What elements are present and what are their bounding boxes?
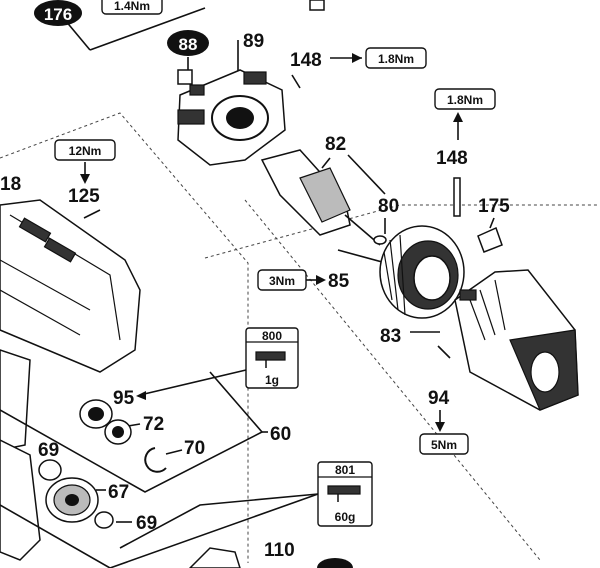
callout-72[interactable]: 72 xyxy=(143,414,164,435)
gear-67 xyxy=(45,477,99,523)
armature-part xyxy=(260,149,381,246)
bearing-69-top xyxy=(38,459,62,481)
callout-176-label: 176 xyxy=(44,5,72,24)
leader-800 xyxy=(139,369,247,396)
torque-148-right-label: 1.8Nm xyxy=(447,93,483,107)
callout-18[interactable]: 18 xyxy=(0,174,21,195)
callout-110[interactable]: 110 xyxy=(264,540,295,561)
torque-85-label: 3Nm xyxy=(269,274,295,288)
screw-85 xyxy=(337,249,383,263)
callout-70[interactable]: 70 xyxy=(184,438,205,459)
torque-94: 5Nm xyxy=(419,433,469,455)
torque-148-top: 1.8Nm xyxy=(365,47,427,69)
lubricant-800-qty: 1g xyxy=(265,373,279,387)
callout-95[interactable]: 95 xyxy=(113,388,135,409)
leader-70 xyxy=(165,449,183,455)
lubricant-801-qty: 60g xyxy=(335,510,356,524)
leader-801-b xyxy=(109,493,319,568)
lubricant-800: 800 1g xyxy=(245,327,299,389)
callout-175[interactable]: 175 xyxy=(478,196,510,217)
bracket-60 xyxy=(0,371,264,493)
torque-125: 12Nm xyxy=(54,139,116,161)
torque-148-top-label: 1.8Nm xyxy=(378,52,414,66)
callout-88[interactable]: 88 xyxy=(167,30,209,56)
washer-80 xyxy=(373,235,387,245)
callout-67[interactable]: 67 xyxy=(108,482,129,503)
callout-125[interactable]: 125 xyxy=(68,186,100,207)
frame-line-top xyxy=(64,19,91,51)
callout-148-top[interactable]: 148 xyxy=(290,50,322,71)
stator-part xyxy=(379,225,465,319)
leader-82 xyxy=(347,154,386,195)
bearing-69-bottom xyxy=(94,511,114,529)
lubricant-801: 801 60g xyxy=(317,461,373,527)
callout-176[interactable]: 176 xyxy=(34,0,82,26)
torque-176-label: 1.4Nm xyxy=(114,0,150,13)
bracket-175 xyxy=(477,226,503,253)
screw-94 xyxy=(437,345,451,359)
frame-line-top-right xyxy=(89,7,206,51)
callout-82[interactable]: 82 xyxy=(325,134,346,155)
frame-line-bottom xyxy=(0,504,111,568)
callout-badge-bottom[interactable] xyxy=(317,558,353,568)
part-small-top xyxy=(309,0,325,11)
callout-69-top[interactable]: 69 xyxy=(38,440,59,461)
callout-94[interactable]: 94 xyxy=(428,388,450,409)
torque-85: 3Nm xyxy=(257,269,307,291)
torque-148-right: 1.8Nm xyxy=(434,88,496,110)
torque-176: 1.4Nm xyxy=(101,0,163,15)
lubricant-801-code: 801 xyxy=(335,463,355,477)
circlip-70 xyxy=(144,447,167,473)
motor-housing-part xyxy=(454,269,579,411)
callout-85[interactable]: 85 xyxy=(328,271,350,292)
housing-lower-left xyxy=(0,439,41,561)
part-bottom xyxy=(188,547,241,568)
assembly-outline-right xyxy=(204,204,598,259)
leader-175 xyxy=(489,217,495,229)
gear-housing-part xyxy=(0,199,141,451)
callout-80[interactable]: 80 xyxy=(378,196,399,217)
screw-125 xyxy=(83,209,101,219)
callout-60[interactable]: 60 xyxy=(270,424,291,445)
leader-801 xyxy=(119,493,319,549)
callout-89[interactable]: 89 xyxy=(243,31,264,52)
leader-72 xyxy=(127,423,141,427)
callout-148-right[interactable]: 148 xyxy=(436,148,468,169)
assembly-outline-left xyxy=(0,112,249,563)
lubricant-800-code: 800 xyxy=(262,329,282,343)
callout-69-bottom[interactable]: 69 xyxy=(136,513,157,534)
torque-125-label: 12Nm xyxy=(69,144,102,158)
callout-83[interactable]: 83 xyxy=(380,326,401,347)
brush-holder-part xyxy=(177,69,286,166)
torque-94-label: 5Nm xyxy=(431,438,457,452)
screw-148-top xyxy=(291,74,301,89)
leader-82-b xyxy=(321,157,331,169)
screw-148-right xyxy=(453,177,461,217)
callout-88-label: 88 xyxy=(179,35,198,54)
